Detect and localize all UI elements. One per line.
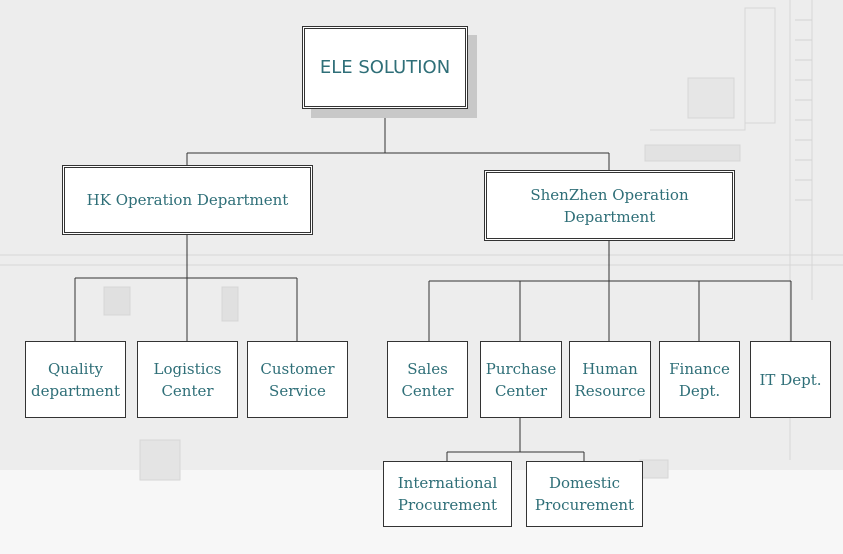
quality-department: Quality department xyxy=(25,341,126,418)
customer-service-label: Customer Service xyxy=(260,359,335,400)
domestic-procurement: Domestic Procurement xyxy=(526,461,643,527)
international-procurement-label: International Procurement xyxy=(397,474,498,514)
it-dept: IT Dept. xyxy=(750,341,831,418)
human-resource: Human Resource xyxy=(569,341,651,418)
human-resource-label: Human Resource xyxy=(574,359,646,400)
sales-center: Sales Center xyxy=(387,341,468,418)
connector-hk xyxy=(74,234,298,341)
root-node: ELE SOLUTION xyxy=(302,26,468,109)
logistics-center: Logistics Center xyxy=(137,341,238,418)
international-procurement: International Procurement xyxy=(383,461,512,527)
connector-purchase xyxy=(446,417,585,461)
customer-service: Customer Service xyxy=(247,341,348,418)
domestic-procurement-label: Domestic Procurement xyxy=(534,474,635,514)
purchase-center: Purchase Center xyxy=(480,341,562,418)
sales-center-label: Sales Center xyxy=(401,359,454,400)
logistics-center-label: Logistics Center xyxy=(153,359,222,400)
root-label: ELE SOLUTION xyxy=(319,56,451,78)
finance-dept-label: Finance Dept. xyxy=(669,359,730,400)
hk-operation-label: HK Operation Department xyxy=(86,191,289,209)
shenzhen-operation-department: ShenZhen Operation Department xyxy=(484,170,735,241)
connector-root xyxy=(186,108,610,171)
hk-operation-department: HK Operation Department xyxy=(62,165,313,235)
shenzhen-operation-label: ShenZhen Operation Department xyxy=(530,185,689,226)
connector-sz xyxy=(428,240,792,341)
purchase-center-label: Purchase Center xyxy=(485,359,557,400)
quality-department-label: Quality department xyxy=(30,359,120,400)
it-dept-label: IT Dept. xyxy=(759,370,822,389)
finance-dept: Finance Dept. xyxy=(659,341,740,418)
